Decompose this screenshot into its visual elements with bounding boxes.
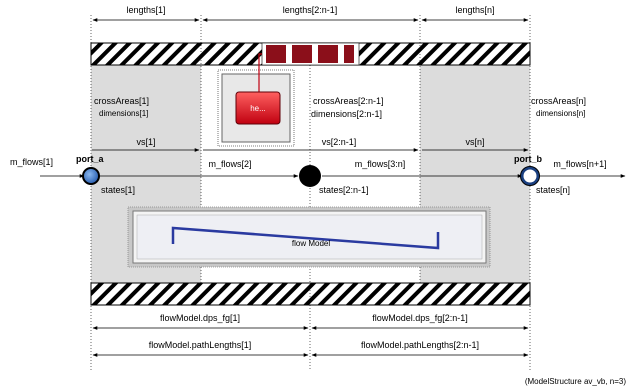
path-first-label: flowModel.pathLengths[1]: [149, 340, 252, 350]
flow-model-pressure-line: [171, 226, 440, 250]
lengths-last-label: lengths[n]: [455, 5, 494, 15]
mflow-in-label: m_flows[1]: [10, 157, 53, 167]
vs-middle-label: vs[2:n-1]: [322, 137, 357, 147]
vs-first-label: vs[1]: [136, 137, 155, 147]
states-last-label: states[n]: [536, 185, 570, 195]
mflow-second-label: m_flows[2]: [208, 159, 251, 169]
port-a[interactable]: [82, 167, 100, 185]
dimensions-last-label: dimensions[n]: [536, 109, 585, 118]
port-b-label: port_b: [514, 154, 543, 164]
flow-model-inner: [136, 214, 483, 260]
crossareas-first-label: crossAreas[1]: [94, 96, 149, 106]
mflow-middle-label: m_flows[3:n]: [355, 159, 406, 169]
lengths-middle-label: lengths[2:n-1]: [283, 5, 338, 15]
vs-last-label: vs[n]: [465, 137, 484, 147]
heat-connector: [258, 53, 262, 92]
dps-first-label: flowModel.dps_fg[1]: [160, 313, 240, 323]
middle-volume-box: [217, 69, 295, 147]
dimensions-first-label: dimensions[1]: [99, 109, 148, 118]
port-a-label: port_a: [76, 154, 105, 164]
lengths-first-label: lengths[1]: [126, 5, 165, 15]
state-node-center[interactable]: [299, 165, 321, 187]
bottom-wall: [90, 282, 531, 306]
heat-block-label: he...: [250, 104, 266, 113]
states-middle-label: states[2:n-1]: [319, 185, 369, 195]
states-first-label: states[1]: [101, 185, 135, 195]
path-rest-label: flowModel.pathLengths[2:n-1]: [361, 340, 479, 350]
heat-port-segments: [261, 42, 360, 66]
dimensions-middle-label: dimensions[2:n-1]: [311, 109, 382, 119]
port-b-ring: [520, 166, 540, 186]
dps-rest-label: flowModel.dps_fg[2:n-1]: [372, 313, 468, 323]
flow-model-label: flow Model: [292, 239, 330, 248]
crossareas-last-label: crossAreas[n]: [531, 96, 586, 106]
port-b[interactable]: [520, 166, 540, 186]
mflow-out-label: m_flows[n+1]: [553, 159, 606, 169]
heat-block[interactable]: [235, 91, 281, 125]
footer-caption: (ModelStructure av_vb, n=3): [525, 377, 626, 386]
crossareas-middle-label: crossAreas[2:n-1]: [313, 96, 384, 106]
